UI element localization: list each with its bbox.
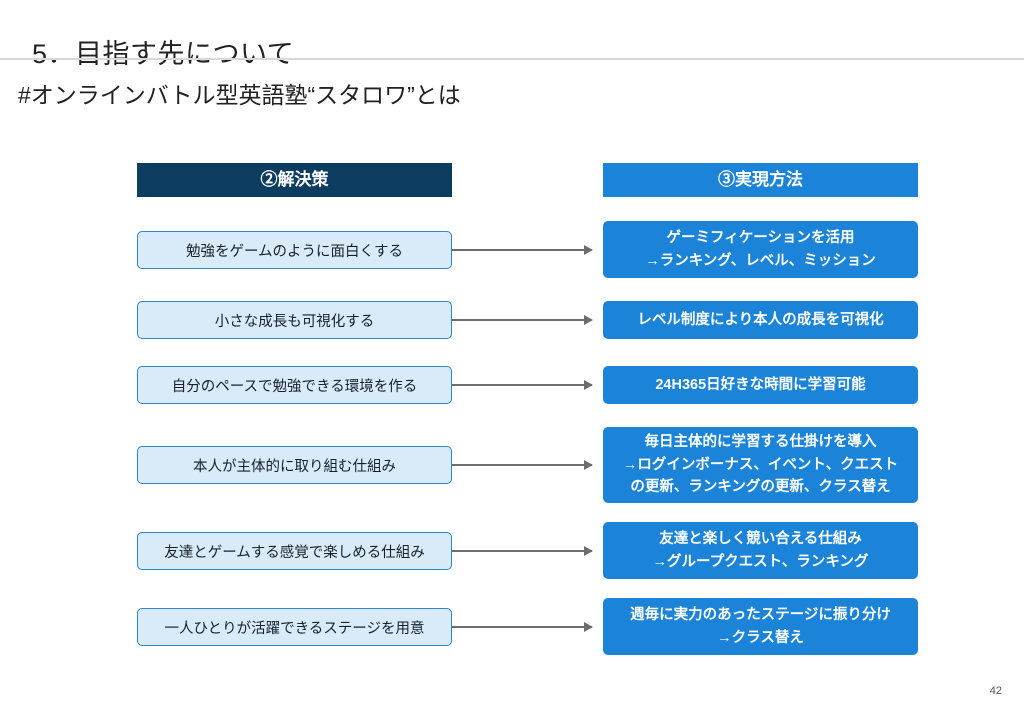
method-box: 週毎に実力のあったステージに振り分け →クラス替え xyxy=(603,598,918,655)
problem-box: 本人が主体的に取り組む仕組み xyxy=(137,446,452,484)
row-arrow xyxy=(452,245,593,255)
row-arrow xyxy=(452,315,593,325)
problem-box: 友達とゲームする感覚で楽しめる仕組み xyxy=(137,532,452,570)
row-arrow xyxy=(452,460,593,470)
column-header-method: ③実現方法 xyxy=(603,163,918,197)
row-arrow xyxy=(452,380,593,390)
method-line: 24H365日好きな時間に学習可能 xyxy=(655,376,866,393)
method-line: →グループクエスト、ランキング xyxy=(652,553,869,570)
problem-box: 一人ひとりが活躍できるステージを用意 xyxy=(137,608,452,646)
method-line: ゲーミフィケーションを活用 xyxy=(666,230,855,247)
method-line: →ログインボーナス、イベント、クエスト xyxy=(622,456,899,473)
method-line: 毎日主体的に学習する仕掛けを導入 xyxy=(644,434,877,451)
problem-box: 自分のペースで勉強できる環境を作る xyxy=(137,366,452,404)
page-subtitle: #オンラインバトル型英語塾“スタロワ”とは xyxy=(18,82,461,108)
row-arrow xyxy=(452,546,593,556)
method-line: →クラス替え xyxy=(717,629,804,646)
title-divider xyxy=(0,58,1024,60)
method-line: 週毎に実力のあったステージに振り分け xyxy=(630,607,891,624)
method-line: の更新、ランキングの更新、クラス替え xyxy=(630,479,891,496)
method-box: 友達と楽しく競い合える仕組み →グループクエスト、ランキング xyxy=(603,522,918,579)
method-box: ゲーミフィケーションを活用 →ランキング、レベル、ミッション xyxy=(603,221,918,278)
method-line: 友達と楽しく競い合える仕組み xyxy=(659,531,862,548)
problem-box: 小さな成長も可視化する xyxy=(137,301,452,339)
column-header-problem: ②解決策 xyxy=(137,163,452,197)
method-line: レベル制度により本人の成長を可視化 xyxy=(637,311,884,328)
method-box: 毎日主体的に学習する仕掛けを導入 →ログインボーナス、イベント、クエスト の更新… xyxy=(603,427,918,503)
row-arrow xyxy=(452,622,593,632)
page-title: 5．目指す先について xyxy=(32,39,295,70)
method-box: 24H365日好きな時間に学習可能 xyxy=(603,366,918,404)
problem-box: 勉強をゲームのように面白くする xyxy=(137,231,452,269)
method-line: →ランキング、レベル、ミッション xyxy=(645,252,876,269)
page-number: 42 xyxy=(989,685,1002,697)
method-box: レベル制度により本人の成長を可視化 xyxy=(603,301,918,339)
